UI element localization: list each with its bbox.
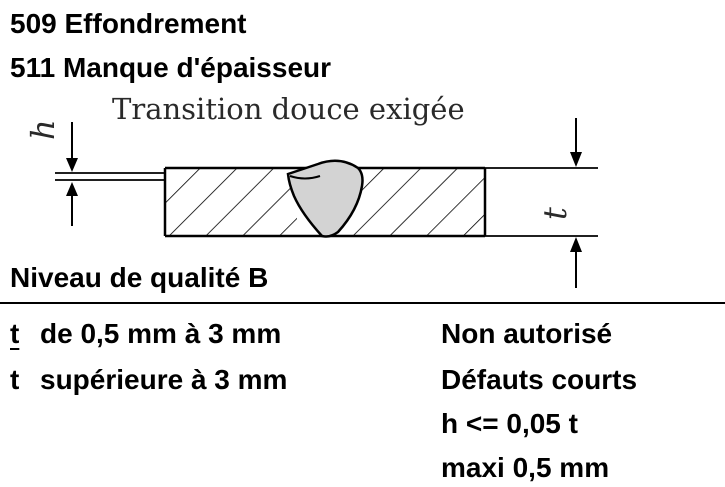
weld-diagram	[55, 118, 598, 288]
defect-title-509: 509 Effondrement	[10, 8, 247, 39]
dimension-h-label: h	[24, 119, 62, 140]
quality-level: Niveau de qualité B	[10, 262, 269, 293]
diagram-caption: Transition douce exigée	[112, 92, 465, 126]
symbol-t-row1: t	[10, 318, 20, 349]
plate-left	[165, 168, 297, 236]
condition-row1: de 0,5 mm à 3 mm	[40, 318, 282, 349]
weld-bead	[286, 159, 364, 238]
plate-right	[352, 168, 485, 236]
symbol-t-row2: t	[10, 364, 20, 395]
rule-row2: Défauts courts	[441, 364, 638, 395]
rule-row1: Non autorisé	[441, 318, 613, 349]
condition-row2: supérieure à 3 mm	[40, 364, 288, 395]
divider	[0, 302, 725, 304]
rule-h-limit: h <= 0,05 t	[441, 408, 578, 439]
defect-title-511: 511 Manque d'épaisseur	[10, 52, 332, 83]
rule-max: maxi 0,5 mm	[441, 452, 610, 483]
dimension-t-label: t	[536, 207, 574, 220]
